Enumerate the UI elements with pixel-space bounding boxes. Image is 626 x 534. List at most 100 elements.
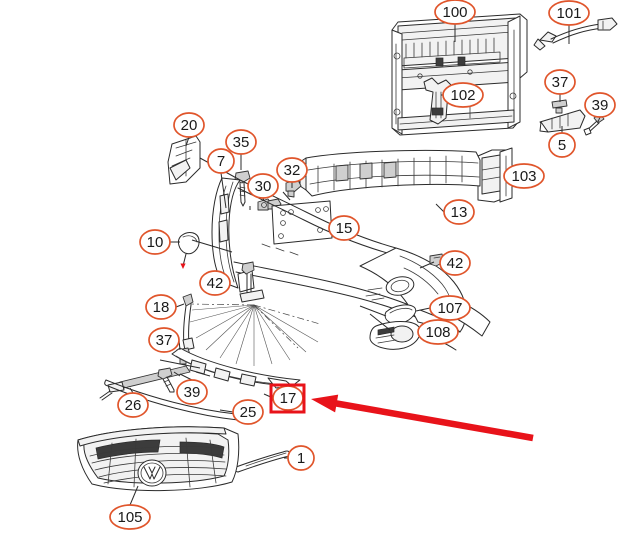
callout-108[interactable]: 108	[417, 319, 459, 345]
part-crash-box	[477, 147, 513, 203]
callout-1-circle	[287, 445, 315, 471]
part-screw-39-lower	[157, 367, 175, 393]
callout-107-label: 107	[437, 300, 462, 317]
callout-25-label: 25	[240, 404, 257, 421]
callout-42-center-circle	[199, 270, 231, 296]
callout-1-label: 1	[297, 450, 305, 467]
callout-15-circle	[328, 215, 360, 241]
callout-26-circle	[117, 392, 149, 418]
part-bracket-5	[539, 109, 586, 133]
callout-30-label: 30	[255, 178, 272, 195]
callout-102-label: 102	[450, 87, 475, 104]
callout-10-label: 10	[147, 234, 164, 251]
part-radiator-support	[391, 13, 528, 136]
highlight-box-17	[269, 383, 306, 414]
callout-32-label: 32	[284, 162, 301, 179]
callout-5-circle	[548, 132, 576, 158]
highlight-arrow	[311, 394, 534, 442]
callout-25[interactable]: 25	[232, 399, 264, 425]
callout-30[interactable]: 30	[247, 173, 279, 199]
callout-103-label: 103	[511, 168, 536, 185]
part-clip-32	[285, 179, 302, 198]
callout-32-circle	[276, 157, 308, 183]
callout-5-label: 5	[558, 137, 566, 154]
callout-5[interactable]: 5	[548, 132, 576, 158]
callout-39-lower-circle	[176, 379, 208, 405]
callout-103-circle	[503, 163, 545, 189]
callout-37-upper-label: 37	[552, 74, 569, 91]
callout-100-circle	[434, 0, 476, 25]
callout-37-lower-label: 37	[156, 332, 173, 349]
callout-100-label: 100	[442, 4, 467, 21]
red-pointer-arrow	[311, 394, 534, 442]
callout-7-circle	[207, 148, 235, 174]
callout-39-upper-label: 39	[592, 97, 609, 114]
callout-39-lower-label: 39	[184, 384, 201, 401]
callout-105-circle	[109, 504, 151, 530]
callout-101[interactable]: 101	[548, 0, 590, 26]
callout-30-circle	[247, 173, 279, 199]
callout-35-circle	[225, 129, 257, 155]
callout-103[interactable]: 103	[503, 163, 545, 189]
callout-13[interactable]: 13	[443, 199, 475, 225]
callout-37-lower[interactable]: 37	[148, 327, 180, 353]
callout-107[interactable]: 107	[429, 295, 471, 321]
part-side-bracket-20	[167, 135, 201, 185]
callout-37-lower-circle	[148, 327, 180, 353]
callout-10-circle	[139, 229, 171, 255]
callout-108-label: 108	[425, 324, 450, 341]
part-spoiler-lip-17	[171, 347, 301, 389]
callout-37-upper-circle	[544, 69, 576, 95]
part-clip-37-upper	[551, 99, 568, 114]
callout-18-label: 18	[153, 299, 170, 316]
callout-39-upper-circle	[584, 92, 616, 118]
callout-13-circle	[443, 199, 475, 225]
callout-42-center-label: 42	[207, 275, 224, 292]
callout-35[interactable]: 35	[225, 129, 257, 155]
part-clip-42-center	[237, 261, 265, 303]
callout-39-upper[interactable]: 39	[584, 92, 616, 118]
callout-20[interactable]: 20	[173, 112, 205, 138]
callout-15[interactable]: 15	[328, 215, 360, 241]
callout-105-label: 105	[117, 509, 142, 526]
part-hood-latch-cable	[533, 17, 618, 51]
part-tow-hook-cover	[177, 232, 200, 269]
callout-37-upper[interactable]: 37	[544, 69, 576, 95]
lower-grille-spoke-pattern	[189, 303, 321, 366]
callout-42-right-circle	[439, 250, 471, 276]
callout-7-label: 7	[217, 153, 225, 170]
callout-42-right[interactable]: 42	[439, 250, 471, 276]
callout-107-circle	[429, 295, 471, 321]
callout-42-right-label: 42	[447, 255, 464, 272]
callout-15-label: 15	[336, 220, 353, 237]
part-lower-bracket-18	[182, 293, 195, 351]
callout-10[interactable]: 10	[139, 229, 171, 255]
part-fog-lamp-grille	[369, 321, 421, 350]
callout-100[interactable]: 100	[434, 0, 476, 25]
callout-42-center[interactable]: 42	[199, 270, 231, 296]
callout-26-label: 26	[125, 397, 142, 414]
callout-7[interactable]: 7	[207, 148, 235, 174]
callout-102-circle	[442, 82, 484, 108]
callout-26[interactable]: 26	[117, 392, 149, 418]
callout-25-circle	[232, 399, 264, 425]
callout-39-lower[interactable]: 39	[176, 379, 208, 405]
callout-18-circle	[145, 294, 177, 320]
part-impact-beam	[299, 149, 481, 197]
callout-105[interactable]: 105	[109, 504, 151, 530]
callout-13-label: 13	[451, 204, 468, 221]
callout-102[interactable]: 102	[442, 82, 484, 108]
callout-18[interactable]: 18	[145, 294, 177, 320]
callout-32[interactable]: 32	[276, 157, 308, 183]
callout-35-label: 35	[233, 134, 250, 151]
part-radiator-grille	[77, 426, 240, 492]
callout-101-label: 101	[556, 5, 581, 22]
callout-20-circle	[173, 112, 205, 138]
callout-1[interactable]: 1	[287, 445, 315, 471]
callout-20-label: 20	[181, 117, 198, 134]
callout-101-circle	[548, 0, 590, 26]
